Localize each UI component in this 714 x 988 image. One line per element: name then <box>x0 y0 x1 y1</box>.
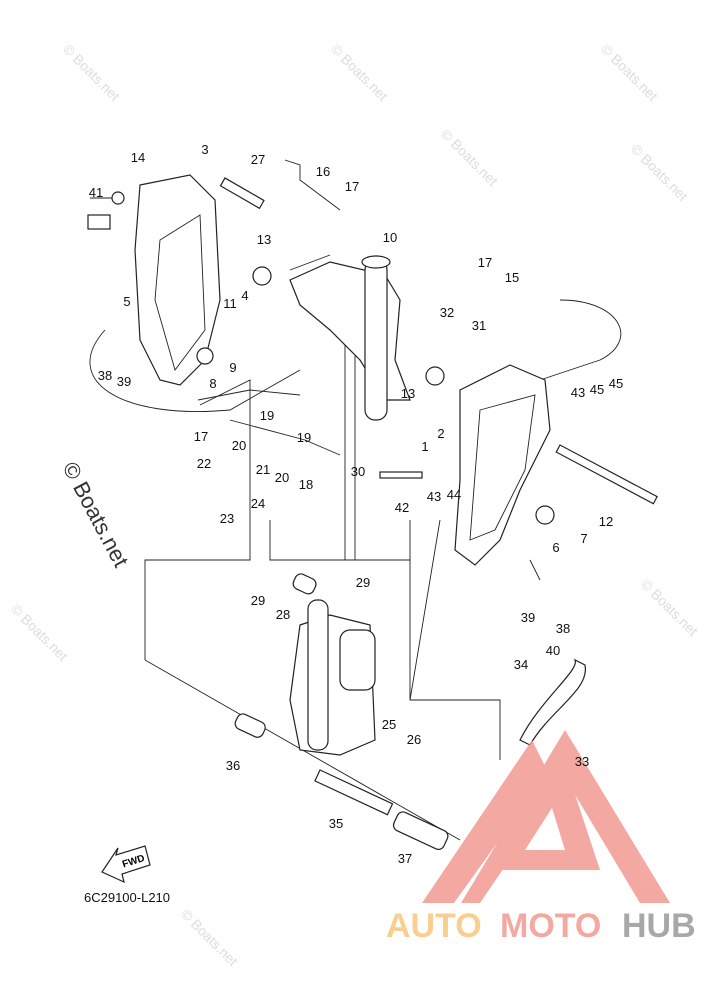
spring-37 <box>392 811 449 850</box>
callout-20: 20 <box>232 438 246 453</box>
callout-24: 24 <box>251 496 265 511</box>
hose-40 <box>519 658 586 746</box>
watermark-text: © Boats.net <box>598 41 661 104</box>
callout-32: 32 <box>440 305 454 320</box>
callout-13: 13 <box>401 386 415 401</box>
collar-28 <box>292 573 317 595</box>
callout-4: 4 <box>241 288 248 303</box>
callout-31: 31 <box>472 318 486 333</box>
callout-38: 38 <box>556 621 570 636</box>
callout-44: 44 <box>447 487 461 502</box>
callout-39: 39 <box>117 374 131 389</box>
callout-25: 25 <box>382 717 396 732</box>
frame-lines <box>89 197 622 841</box>
callout-45: 45 <box>590 382 604 397</box>
callout-22: 22 <box>197 456 211 471</box>
callout-3: 3 <box>201 142 208 157</box>
callout-6: 6 <box>552 540 559 555</box>
callout-8: 8 <box>209 376 216 391</box>
callout-21: 21 <box>256 462 270 477</box>
swivel-bracket-right <box>454 364 551 566</box>
callout-7: 7 <box>580 531 587 546</box>
callout-17: 17 <box>194 429 208 444</box>
pin-27 <box>219 177 265 210</box>
callout-30: 30 <box>351 464 365 479</box>
callout-39: 39 <box>521 610 535 625</box>
callout-17: 17 <box>478 255 492 270</box>
callout-16: 16 <box>316 164 330 179</box>
callout-18: 18 <box>299 477 313 492</box>
watermark-text: © Boats.net <box>438 126 501 189</box>
watermark-text: © Boats.net <box>638 576 701 639</box>
steering-bracket <box>289 261 411 401</box>
callout-5: 5 <box>123 294 130 309</box>
bolt-12 <box>555 444 658 505</box>
callout-27: 27 <box>251 152 265 167</box>
callout-29: 29 <box>356 575 370 590</box>
callout-17: 17 <box>345 179 359 194</box>
callout-38: 38 <box>98 368 112 383</box>
callout-35: 35 <box>329 816 343 831</box>
callout-15: 15 <box>505 270 519 285</box>
callout-23: 23 <box>220 511 234 526</box>
callout-45: 45 <box>609 376 623 391</box>
watermark-text: © Boats.net <box>60 41 123 104</box>
callout-11: 11 <box>223 296 237 311</box>
callout-41: 41 <box>89 185 103 200</box>
callout-36: 36 <box>226 758 240 773</box>
callout-33: 33 <box>575 754 589 769</box>
bolt-42 <box>379 471 423 479</box>
fwd-arrow: FWD <box>101 845 151 884</box>
brand-auto: AUTO <box>386 907 482 945</box>
parts <box>87 159 658 850</box>
callout-26: 26 <box>407 732 421 747</box>
callout-29: 29 <box>251 593 265 608</box>
callout-42: 42 <box>395 500 409 515</box>
callout-1: 1 <box>421 439 428 454</box>
swivel-shaft <box>364 259 388 421</box>
callout-2: 2 <box>437 426 444 441</box>
watermark-text: © Boats.net <box>628 141 691 204</box>
callout-9: 9 <box>229 360 236 375</box>
label-41 <box>87 214 111 230</box>
diagram-code: 6C29100-L210 <box>84 890 170 905</box>
watermark-text: © Boats.net <box>328 41 391 104</box>
boats-watermark-large: © Boats.net <box>58 458 134 572</box>
callout-40: 40 <box>546 643 560 658</box>
callout-14: 14 <box>131 150 145 165</box>
bushing-36 <box>234 713 266 738</box>
callout-12: 12 <box>599 514 613 529</box>
watermark-text: © Boats.net <box>8 601 71 664</box>
callout-43: 43 <box>571 385 585 400</box>
callout-28: 28 <box>276 607 290 622</box>
brand-moto: MOTO <box>500 907 601 945</box>
automotohub-logo: AUTO MOTO HUB <box>386 730 696 945</box>
shaft-35 <box>314 769 394 816</box>
callout-43: 43 <box>427 489 441 504</box>
swivel-bracket-left <box>134 174 221 386</box>
callout-13: 13 <box>257 232 271 247</box>
callout-19: 19 <box>297 430 311 445</box>
callout-10: 10 <box>383 230 397 245</box>
callout-34: 34 <box>514 657 528 672</box>
rod-16 <box>284 159 341 211</box>
brand-hub: HUB <box>622 907 696 945</box>
callout-19: 19 <box>260 408 274 423</box>
callout-20: 20 <box>275 470 289 485</box>
callout-37: 37 <box>398 851 412 866</box>
watermark-text: © Boats.net <box>178 906 241 969</box>
